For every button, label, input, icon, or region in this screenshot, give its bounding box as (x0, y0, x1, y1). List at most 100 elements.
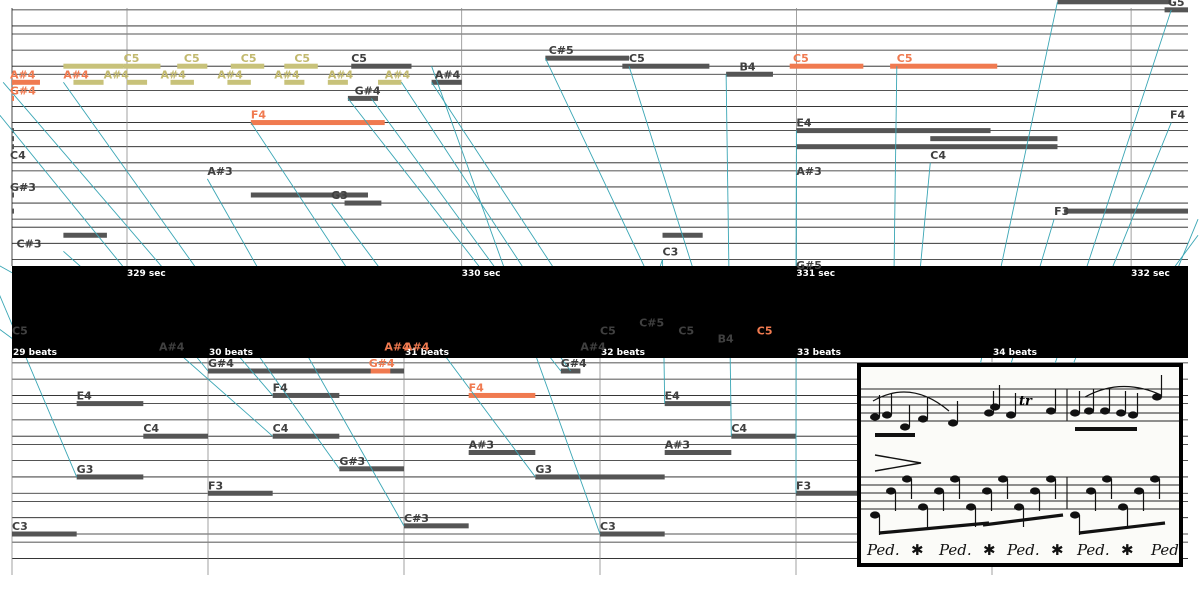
perf-note-label: C5 (294, 52, 310, 65)
slur (872, 391, 950, 412)
score-note-label: A#4 (580, 341, 606, 354)
perf-note-C5 (177, 63, 208, 69)
note-head (1102, 475, 1112, 483)
performance-note-labels: G#5G5C5C5C5C5C5C#5C5C5C5A#4A#4A#4A#4A#4A… (10, 0, 1186, 258)
pedal-mark: Ped. (1150, 541, 1179, 559)
note-head (1070, 409, 1080, 417)
perf-note-As4 (73, 79, 104, 85)
score-note-label: G3 (535, 463, 552, 476)
note-head (1118, 503, 1128, 511)
score-excerpt-image: tr Ped.✱Ped.✱Ped.✱Ped.✱Ped. (857, 363, 1183, 567)
score-note-label: C5 (600, 324, 616, 337)
score-note-label: F3 (208, 479, 223, 492)
perf-note-Gs4 (12, 95, 14, 101)
perf-note-label: A#3 (207, 165, 232, 178)
beat-tick-label: 29 beats (13, 348, 57, 358)
perf-note-C5 (622, 63, 710, 69)
note-head (886, 487, 896, 495)
perf-note-E4 (12, 128, 14, 134)
beat-tick-label: 33 beats (797, 348, 841, 358)
perf-note-E4 (796, 128, 991, 134)
score-note-E4 (76, 401, 144, 407)
alignment-link (0, 294, 78, 478)
score-note-label: C#5 (639, 316, 664, 329)
score-note-label: A#4 (159, 341, 185, 354)
score-note-Cs3 (404, 523, 469, 529)
pedal-mark: Ped. (866, 541, 900, 559)
score-note-G3 (535, 474, 665, 480)
score-note-Gs4 (208, 368, 404, 374)
note-head (1100, 407, 1110, 415)
perf-note-label: F4 (1170, 109, 1186, 122)
score-note-C4 (731, 433, 796, 439)
beat-tick-label: 34 beats (993, 348, 1037, 358)
score-note-F3 (208, 490, 273, 496)
perf-note-F4 (250, 120, 385, 126)
score-note-label: C5 (757, 324, 773, 337)
time-tick-label: 331 sec (796, 269, 835, 279)
note-head (902, 475, 912, 483)
note-head (998, 475, 1008, 483)
perf-note-B4 (726, 71, 773, 77)
trill-ornament: tr (1019, 394, 1033, 409)
perf-note-Cs5 (545, 55, 630, 61)
note-head (948, 419, 958, 427)
beat-tick-label: 31 beats (405, 348, 449, 358)
pedal-release-mark: ✱ (1051, 541, 1064, 559)
pedal-mark: Ped. (1006, 541, 1040, 559)
note-head (950, 475, 960, 483)
perf-note-label: A#4 (435, 68, 461, 81)
perf-note-label: A#4 (217, 68, 243, 81)
note-head (870, 511, 880, 519)
score-note-G3 (76, 474, 144, 480)
pedal-release-mark: ✱ (1121, 541, 1134, 559)
note-head (918, 503, 928, 511)
score-note-E4 (664, 401, 732, 407)
perf-note-Gs3 (12, 192, 14, 198)
alignment-link (893, 66, 898, 274)
axis-band (12, 266, 1188, 358)
perf-note-As4 (284, 79, 305, 85)
slur (1084, 385, 1162, 398)
pedal-marks: Ped.✱Ped.✱Ped.✱Ped.✱Ped. (866, 541, 1179, 559)
perf-note-label: C5 (184, 52, 200, 65)
score-note-F3 (796, 490, 861, 496)
pedal-mark: Ped. (938, 541, 972, 559)
perf-note-Fs3 (12, 208, 14, 214)
note-head (984, 409, 994, 417)
score-note-label: A#3 (469, 439, 494, 452)
score-note-F4 (272, 392, 340, 398)
pedal-release-mark: ✱ (911, 541, 924, 559)
score-note-label: C3 (12, 520, 28, 533)
perf-note-G5 (1164, 7, 1188, 13)
note-head (1046, 475, 1056, 483)
perf-note-label: A#3 (796, 165, 821, 178)
beam (1078, 521, 1166, 535)
beam (875, 433, 915, 437)
beam (982, 513, 1064, 527)
note-head (1150, 475, 1160, 483)
score-note-label: C4 (143, 422, 159, 435)
score-note-F4 (468, 392, 536, 398)
score-note-label: G#4 (561, 357, 587, 370)
perf-note-label: C5 (124, 52, 140, 65)
beam (878, 521, 990, 535)
score-note-label: C#3 (404, 512, 429, 525)
time-tick-label: 330 sec (462, 269, 501, 279)
note-head (900, 423, 910, 431)
score-note-label: C5 (678, 324, 694, 337)
beat-tick-label: 32 beats (601, 348, 645, 358)
note-head (1116, 409, 1126, 417)
score-note-C4 (143, 433, 208, 439)
note-head (1070, 511, 1080, 519)
perf-note-C5 (284, 63, 318, 69)
score-note-labels: C5A#4G#4E4C4F4C4G3G#3F3C3C#3G#4A#4A#4F4A… (12, 259, 822, 533)
score-note-label: A#3 (665, 439, 690, 452)
score-note-C4 (272, 433, 340, 439)
note-head (982, 487, 992, 495)
score-note-label: C4 (273, 422, 289, 435)
score-note-As3 (468, 450, 536, 455)
perf-note-label: C5 (241, 52, 257, 65)
